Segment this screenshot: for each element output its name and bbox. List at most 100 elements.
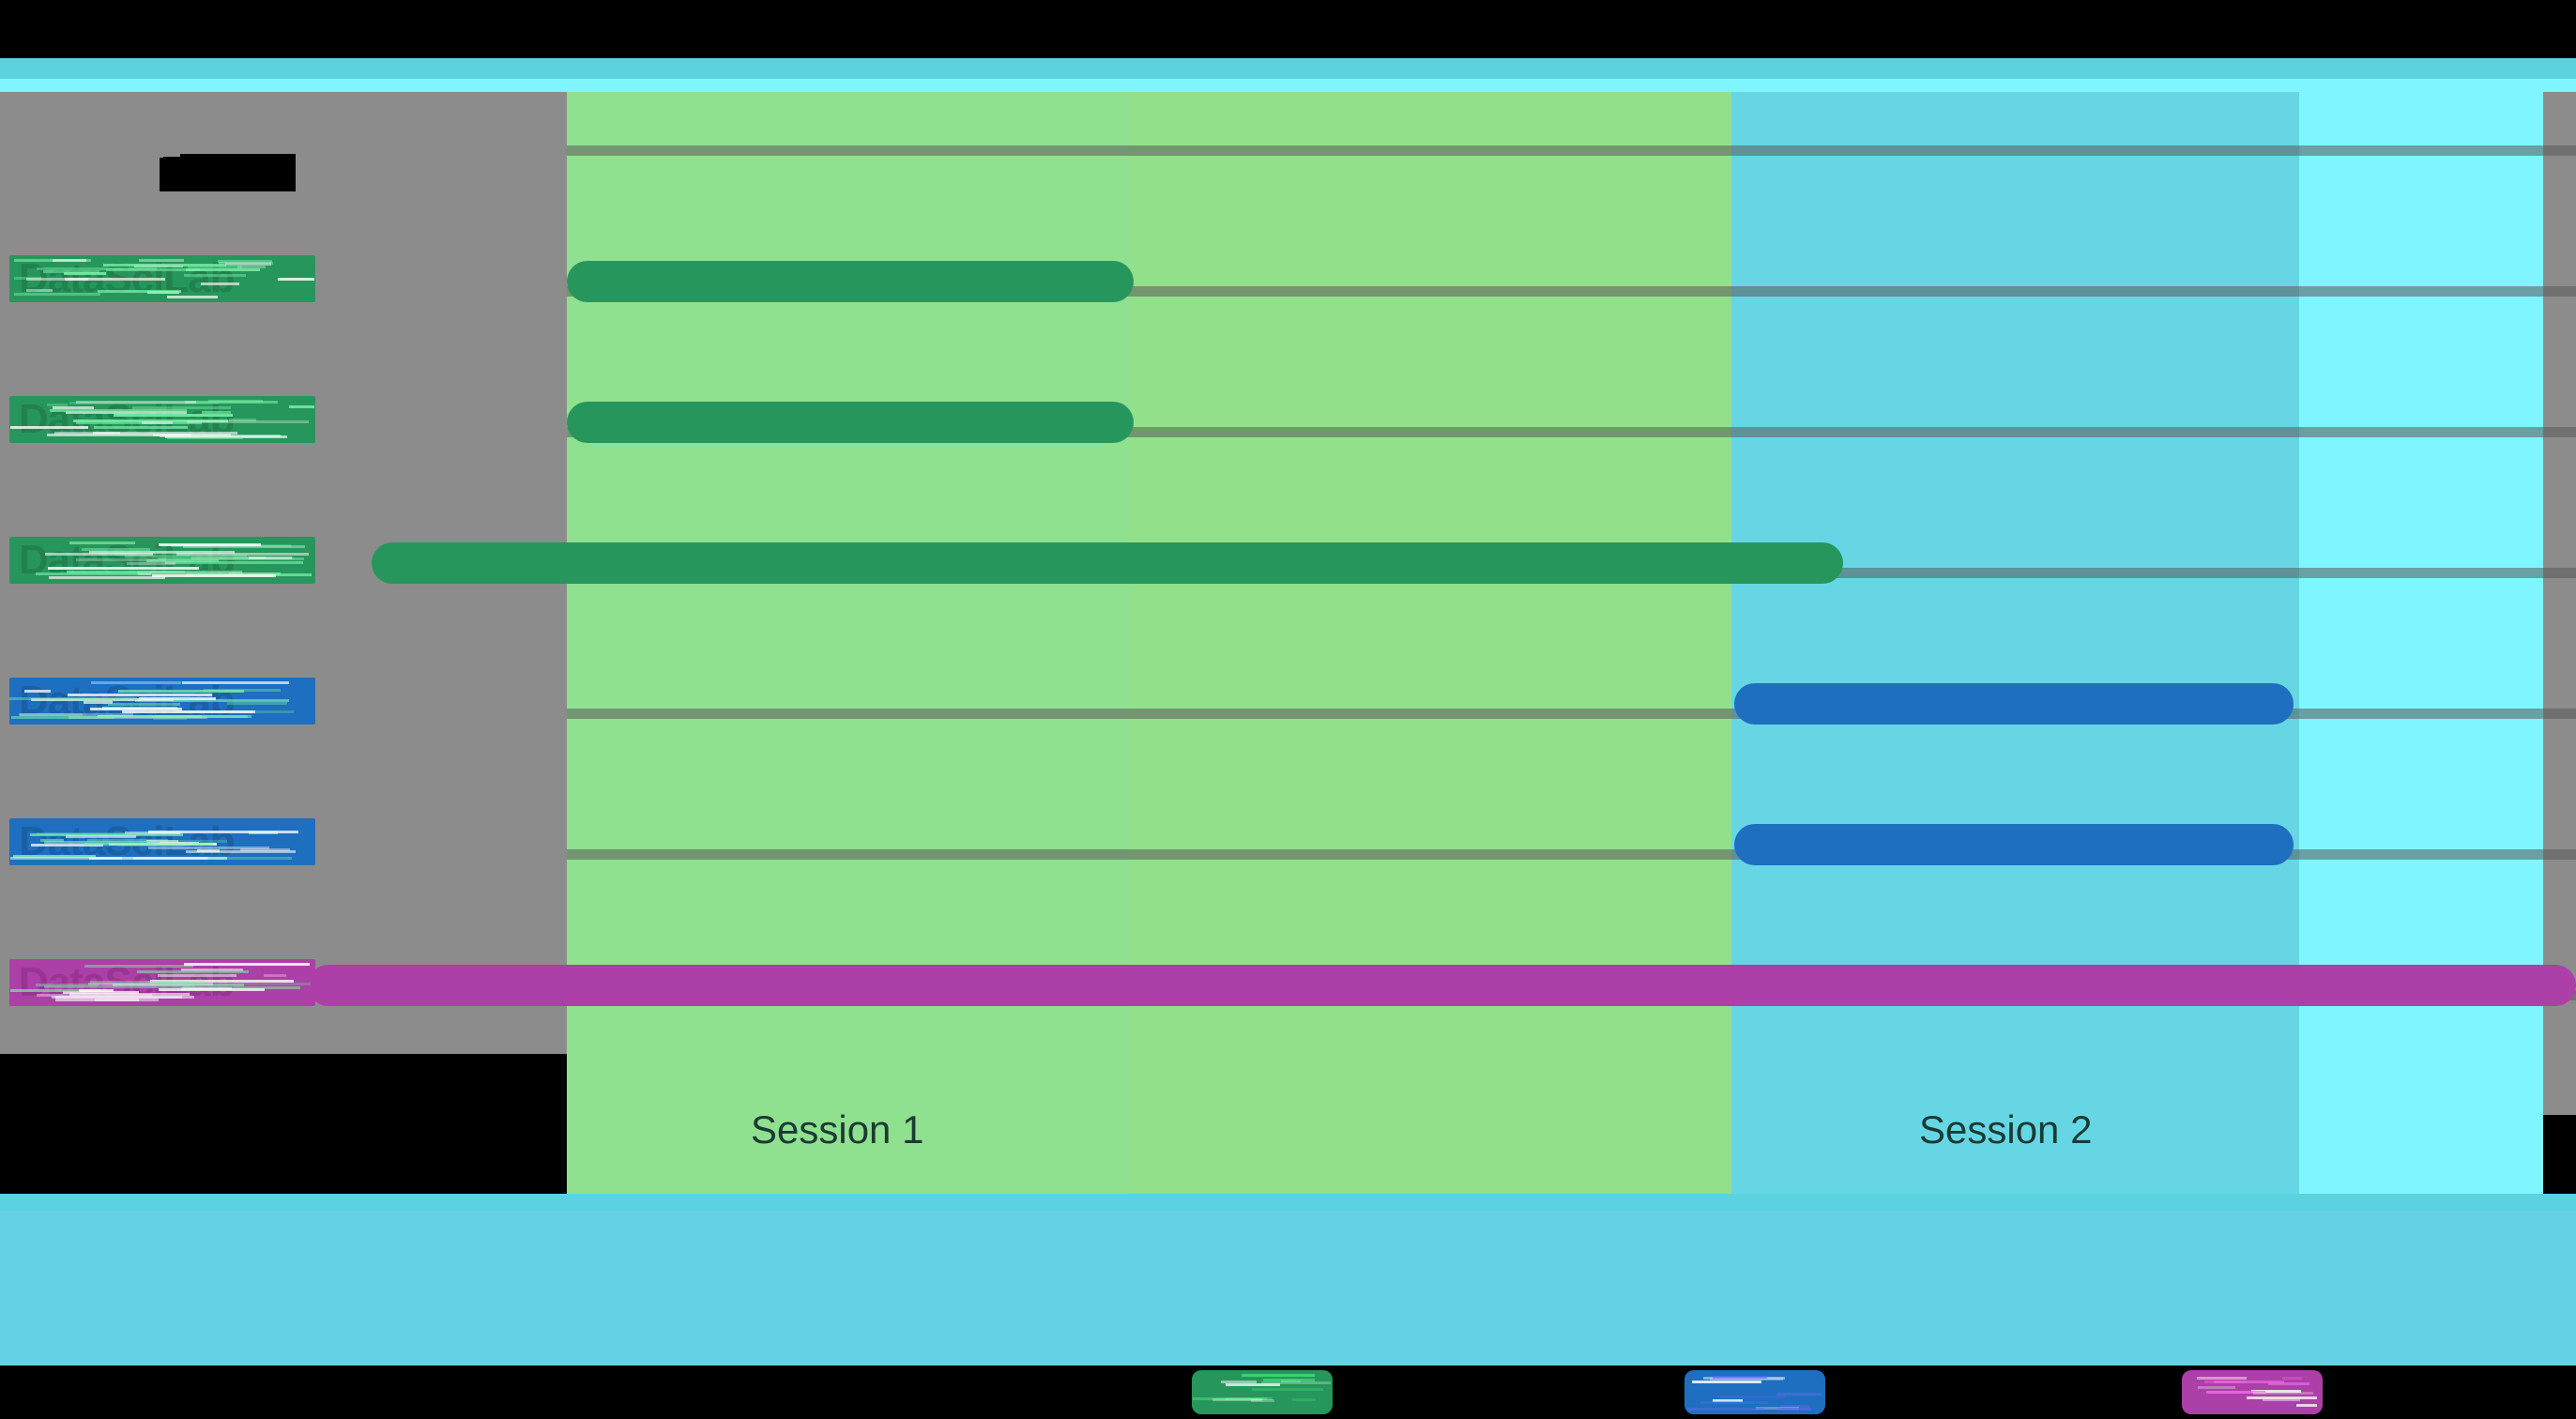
- redaction-streak: [1712, 1398, 1743, 1402]
- redaction-streak: [39, 838, 65, 842]
- redaction-streak: [151, 840, 228, 844]
- redaction-streak: [93, 431, 237, 435]
- redaction-streak: [187, 266, 243, 269]
- redaction-streak: [64, 278, 166, 282]
- gridline: [567, 286, 2576, 297]
- redaction-streak: [191, 556, 267, 559]
- redaction-streak: [152, 716, 187, 720]
- legend-item[interactable]: [1192, 1370, 1473, 1414]
- redaction-streak: [1686, 1407, 1765, 1411]
- plot-gutter-right: [2543, 92, 2576, 1115]
- redaction-streak: [2205, 1391, 2266, 1395]
- redaction-streak: [89, 980, 206, 984]
- redaction-streak: [277, 278, 315, 282]
- redaction-streak: [84, 701, 114, 705]
- redaction-streak: [73, 419, 228, 422]
- gantt-bar[interactable]: [308, 965, 2576, 1006]
- redaction-streak: [2250, 1389, 2302, 1393]
- redaction-streak: [78, 988, 114, 992]
- redaction-streak: [25, 289, 53, 293]
- redaction-streak: [35, 572, 152, 576]
- redaction-streak: [288, 404, 315, 408]
- redaction-streak: [53, 259, 86, 263]
- redaction-streak: [98, 290, 181, 294]
- redaction-streak: [44, 985, 196, 989]
- redaction-streak: [31, 697, 175, 701]
- y-axis-label-redacted: DataSciLab: [9, 255, 315, 302]
- redaction-streak: [89, 857, 228, 861]
- gantt-bar[interactable]: [1734, 824, 2294, 865]
- redaction-streak: [1776, 1393, 1822, 1396]
- redaction-streak: [1281, 1380, 1302, 1383]
- gantt-bar[interactable]: [372, 542, 1843, 584]
- redaction-streak: [43, 841, 152, 845]
- redaction-streak: [183, 274, 247, 278]
- redaction-streak: [134, 698, 290, 702]
- redaction-streak: [148, 715, 249, 718]
- redaction-streak: [226, 702, 287, 706]
- gridline: [567, 145, 2576, 156]
- redaction-streak: [37, 994, 153, 998]
- redaction-streak: [1709, 1378, 1783, 1381]
- redaction-streak: [181, 969, 243, 972]
- redaction-streak: [183, 985, 300, 989]
- redaction-streak: [167, 435, 244, 439]
- redaction-streak: [37, 832, 156, 836]
- redaction-streak: [13, 259, 91, 263]
- redaction-streak: [63, 991, 140, 995]
- redaction-streak: [1220, 1381, 1257, 1384]
- redaction-streak: [2263, 1398, 2300, 1402]
- redaction-streak: [182, 681, 290, 684]
- redaction-streak: [125, 554, 248, 557]
- redaction-streak: [159, 434, 282, 437]
- redaction-streak: [149, 979, 294, 983]
- legend-item[interactable]: [2182, 1370, 2463, 1414]
- redaction-streak: [35, 984, 99, 987]
- redaction-streak: [201, 282, 239, 285]
- redaction-streak: [201, 411, 231, 415]
- redaction-streak: [127, 561, 176, 565]
- redaction-streak: [87, 982, 213, 985]
- redaction-streak: [218, 261, 274, 265]
- gridline: [567, 709, 2576, 719]
- redaction-streak: [114, 414, 234, 418]
- redaction-streak: [158, 982, 312, 985]
- redaction-streak: [14, 293, 100, 297]
- redaction-streak: [52, 406, 95, 410]
- redaction-streak: [1777, 1407, 1811, 1411]
- redaction-streak: [121, 710, 255, 714]
- redaction-streak: [75, 558, 167, 562]
- redaction-streak: [10, 856, 122, 860]
- gantt-bar[interactable]: [1734, 683, 2294, 725]
- redaction-streak: [69, 541, 135, 544]
- redaction-streak: [132, 405, 231, 409]
- redaction-streak: [89, 707, 182, 710]
- gantt-bar[interactable]: [567, 402, 1134, 443]
- y-axis-label-redacted: DataSciLab: [9, 537, 315, 584]
- redaction-streak: [1242, 1374, 1315, 1378]
- redaction-streak: [1692, 1380, 1762, 1383]
- redaction-streak: [218, 259, 272, 263]
- y-axis-label-redacted: DataSciLab: [9, 678, 315, 725]
- redaction-streak: [24, 689, 52, 693]
- figure-top-band-light: [0, 79, 2576, 92]
- redaction-streak: [229, 418, 256, 421]
- redaction-streak: [2214, 1381, 2285, 1384]
- redaction-streak: [185, 268, 260, 272]
- redaction-streak: [87, 839, 168, 843]
- redaction-streak: [117, 844, 183, 847]
- redaction-streak: [264, 973, 287, 977]
- redaction-streak: [69, 992, 191, 996]
- session-caption: Session 1: [751, 1107, 924, 1152]
- legend-item[interactable]: [1684, 1370, 1966, 1414]
- redaction-streak: [207, 856, 293, 860]
- legend-swatch: [1684, 1370, 1825, 1414]
- redaction-streak: [66, 410, 187, 414]
- redaction-streak: [132, 857, 209, 861]
- gantt-bar[interactable]: [567, 261, 1134, 302]
- redaction-streak: [2197, 1376, 2248, 1380]
- redaction-streak: [2247, 1396, 2318, 1399]
- redaction-streak: [52, 996, 183, 999]
- redaction-streak: [145, 839, 178, 843]
